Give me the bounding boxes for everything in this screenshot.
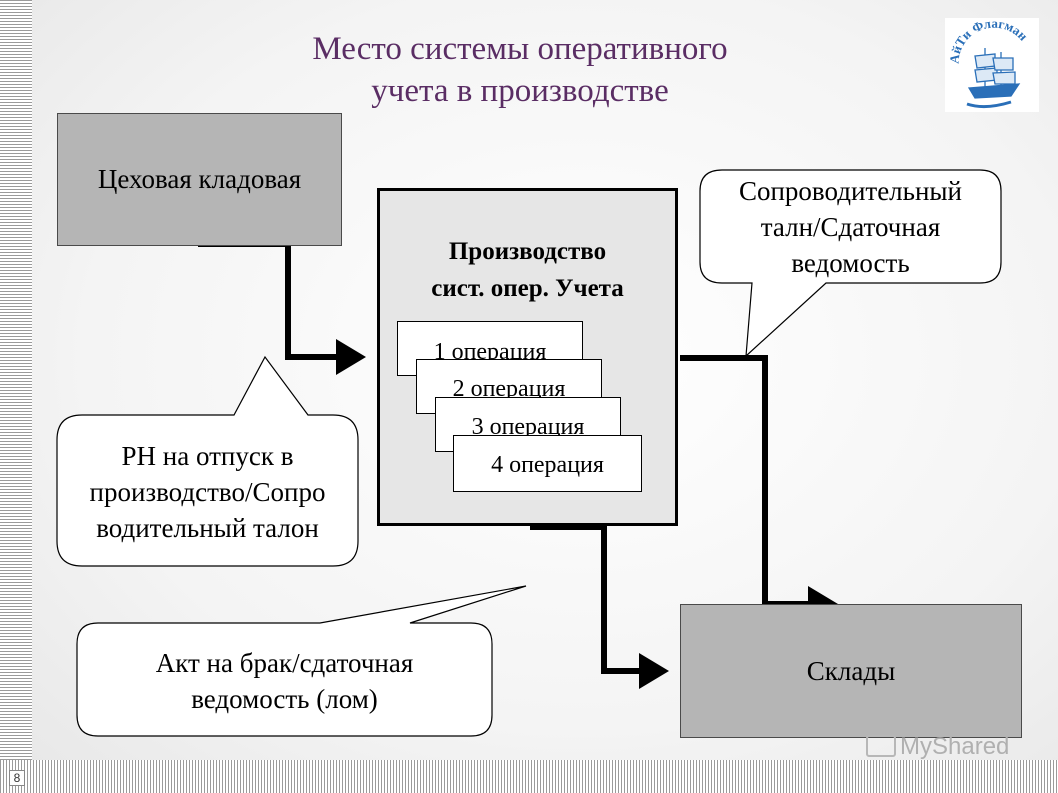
- slide-title: Место системы оперативного учета в произ…: [200, 28, 840, 112]
- arrow-store-to-production: [198, 241, 366, 375]
- callout-accompany-doc-line-3: ведомость: [791, 248, 910, 278]
- callout-issue-doc-line-2: производство/Сопро: [89, 477, 326, 507]
- company-logo: АйТи Флагман: [945, 16, 1039, 112]
- warehouses-box: Склады: [680, 604, 1022, 738]
- callout-issue-doc-line-3: водительный талон: [96, 513, 319, 543]
- callout-defect-doc-line-1: Акт на брак/сдаточная: [155, 648, 414, 678]
- watermark: MyShared: [866, 733, 1009, 761]
- production-title-line-1: Производство: [448, 238, 607, 265]
- callout-issue-doc-shape: [56, 355, 359, 567]
- arrow-production-to-warehouses-bottom: [530, 524, 669, 689]
- operation-label-4: 4 операция: [491, 452, 604, 478]
- callout-defect-doc-line-2: ведомость (лом): [191, 684, 378, 714]
- callout-defect-doc-text: Акт на брак/сдаточная ведомость (лом): [77, 645, 492, 717]
- callout-defect-doc-shape: [76, 585, 527, 737]
- left-stripe: [0, 0, 32, 793]
- production-title-line-2: сист. опер. Учета: [431, 275, 624, 302]
- callout-accompany-doc-line-1: Сопроводительный: [738, 176, 963, 206]
- warehouses-label: Склады: [806, 655, 896, 686]
- arrow-production-to-warehouses-top: [680, 355, 838, 622]
- watermark-text: MyShared: [900, 733, 1010, 760]
- watermark-icon: [866, 735, 896, 757]
- callout-issue-doc-line-1: РН на отпуск в: [121, 441, 294, 471]
- callout-accompany-doc-line-2: талн/Сдаточная: [760, 212, 941, 242]
- bottom-stripe: [0, 760, 1058, 793]
- callout-issue-doc-text: РН на отпуск в производство/Сопро водите…: [57, 438, 358, 546]
- callout-accompany-doc-text: Сопроводительный талн/Сдаточная ведомост…: [700, 173, 1001, 281]
- workshop-store-label: Цеховая кладовая: [97, 164, 302, 194]
- production-title: Производство сист. опер. Учета: [380, 233, 675, 307]
- callout-accompany-doc-shape: [699, 169, 1002, 358]
- page-number: 8: [9, 770, 25, 786]
- title-line-1: Место системы оперативного: [312, 31, 728, 67]
- title-line-2: учета в производстве: [371, 73, 669, 109]
- workshop-store-box: Цеховая кладовая: [57, 113, 342, 246]
- operation-card-4: 4 операция: [453, 435, 642, 492]
- ship-logo-icon: АйТи Флагман: [946, 16, 1031, 109]
